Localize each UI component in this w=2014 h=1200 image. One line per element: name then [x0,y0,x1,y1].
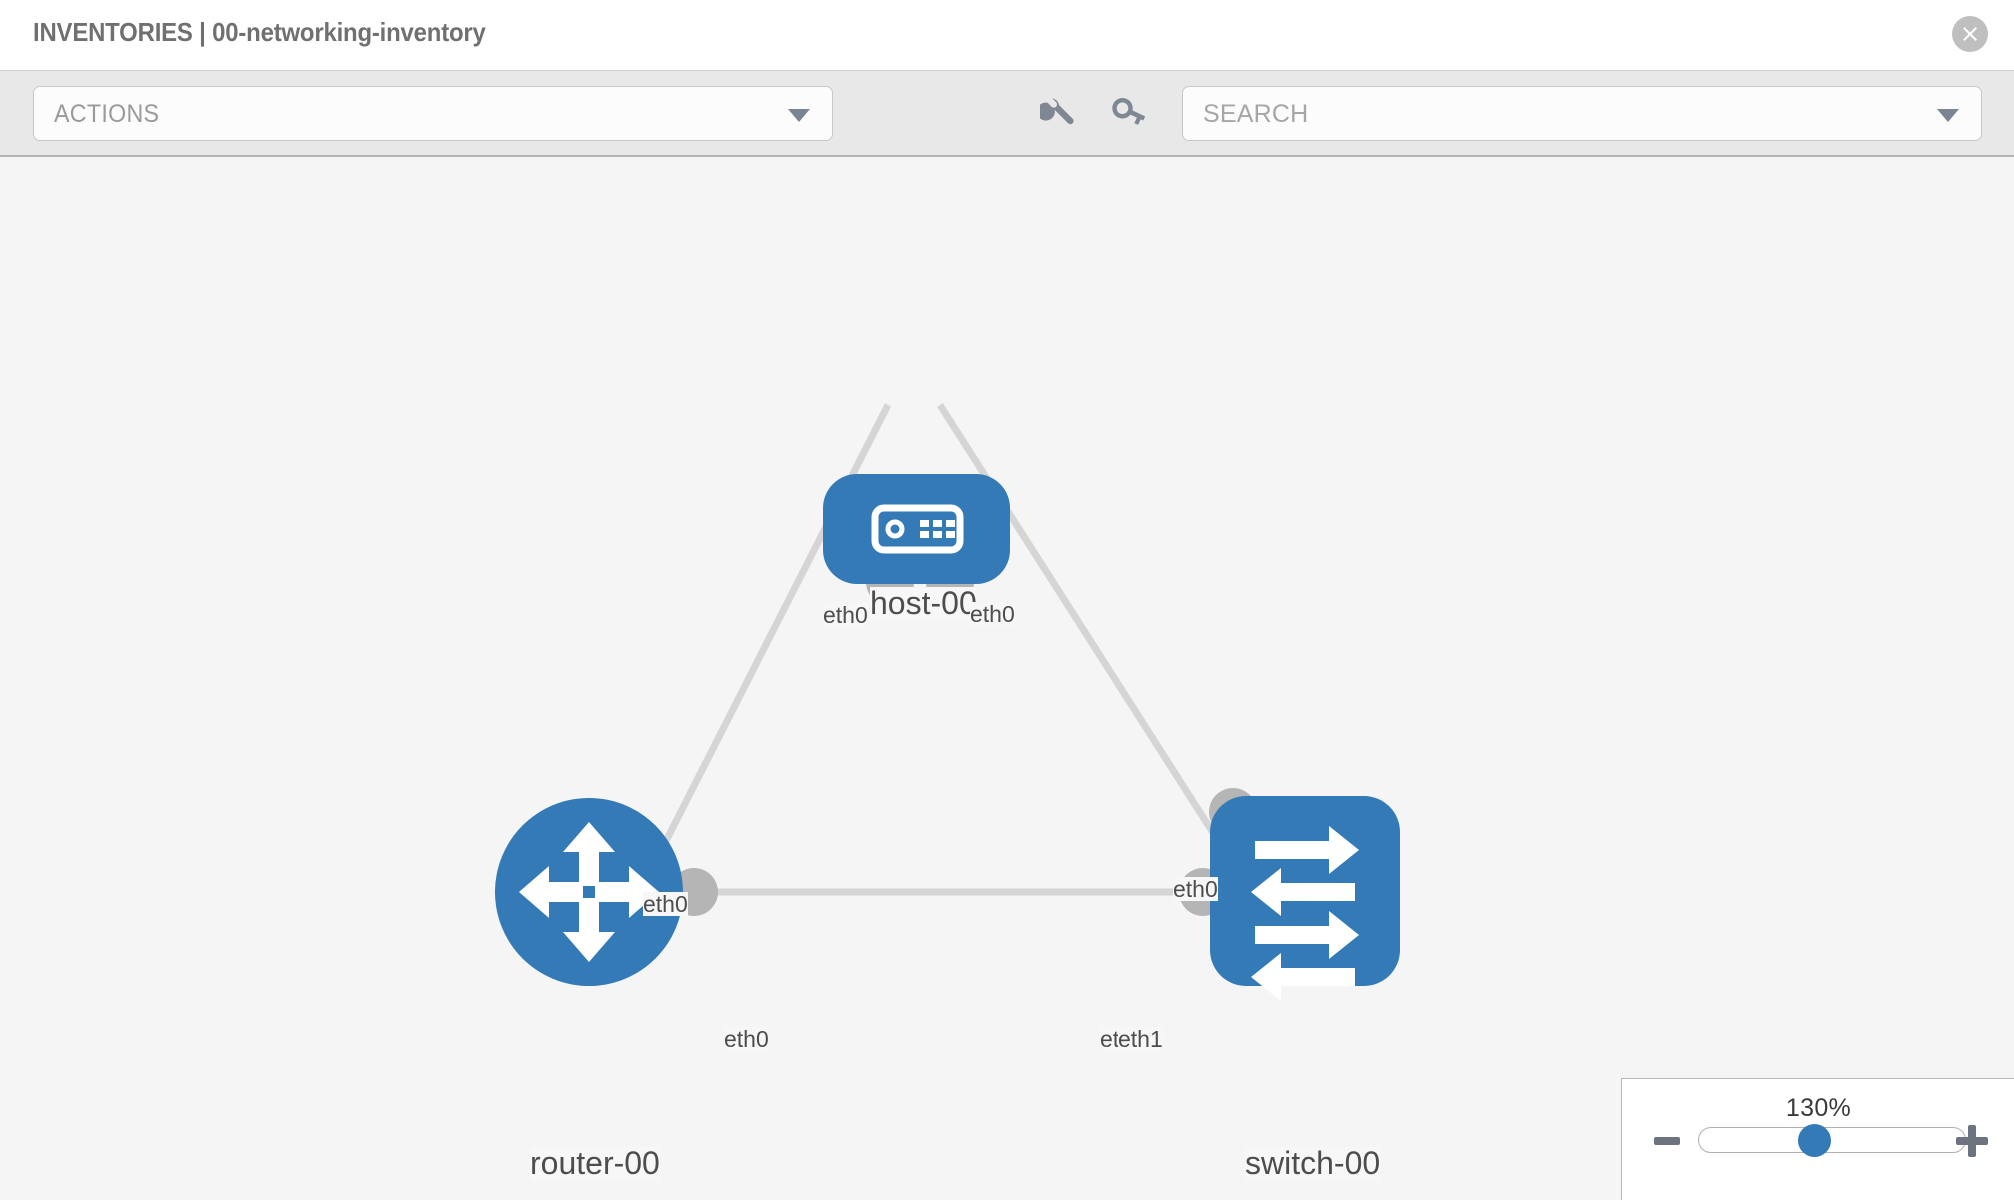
page-title: INVENTORIES | 00-networking-inventory [33,17,486,47]
edge-label-host00-eth0-left: eth0 [823,602,868,628]
wrench-icon[interactable] [1036,93,1080,133]
router-node-shape [495,798,683,986]
search-input[interactable]: SEARCH [1182,86,1982,141]
edge-label-router00-eth0-up: eth0 [643,891,688,917]
edge-label-host00-eth0-right: eth0 [970,601,1015,627]
node-label-router-00: router-00 [530,1145,660,1181]
node-label-host-00: host-00 [870,585,977,621]
switch-icon [1251,826,1359,1001]
host-node-shape [823,474,1010,584]
edge-label-router00-eth0: eth0 [724,1026,769,1052]
node-router-00[interactable] [495,798,683,986]
zoom-in-button[interactable] [1956,1125,1988,1157]
zoom-slider-track[interactable] [1698,1127,1966,1153]
toolbar: ACTIONS SEARCH [0,70,2014,157]
chevron-down-icon [788,109,810,122]
actions-dropdown[interactable]: ACTIONS [33,86,833,141]
node-switch-00[interactable] [1210,796,1400,1001]
topology-graph [495,403,1400,1001]
node-host-00[interactable] [823,474,1010,584]
close-button[interactable] [1952,16,1988,52]
zoom-out-button[interactable] [1654,1137,1680,1145]
edge-label-switch00-eth1: eth1 [1118,1026,1163,1052]
wrench-glyph [1036,98,1074,125]
actions-dropdown-label: ACTIONS [54,100,160,128]
chevron-down-icon [1937,109,1959,122]
search-placeholder-text: SEARCH [1203,100,1309,128]
edge-label-switch00-eth0-up: eth0 [1173,876,1218,902]
server-icon [871,504,964,554]
topology-canvas[interactable]: eth0 host-00 eth0 eth0 eth0 router-00 et… [0,157,2014,1200]
key-icon[interactable] [1108,93,1148,133]
zoom-control-panel: 130% [1621,1078,2014,1200]
page-header: INVENTORIES | 00-networking-inventory [0,0,2014,70]
zoom-slider-thumb[interactable] [1798,1124,1831,1157]
node-label-switch-00: switch-00 [1245,1145,1381,1181]
zoom-level-value: 130% [1785,1094,1852,1122]
key-glyph [1112,98,1146,125]
close-icon [1963,27,1977,41]
